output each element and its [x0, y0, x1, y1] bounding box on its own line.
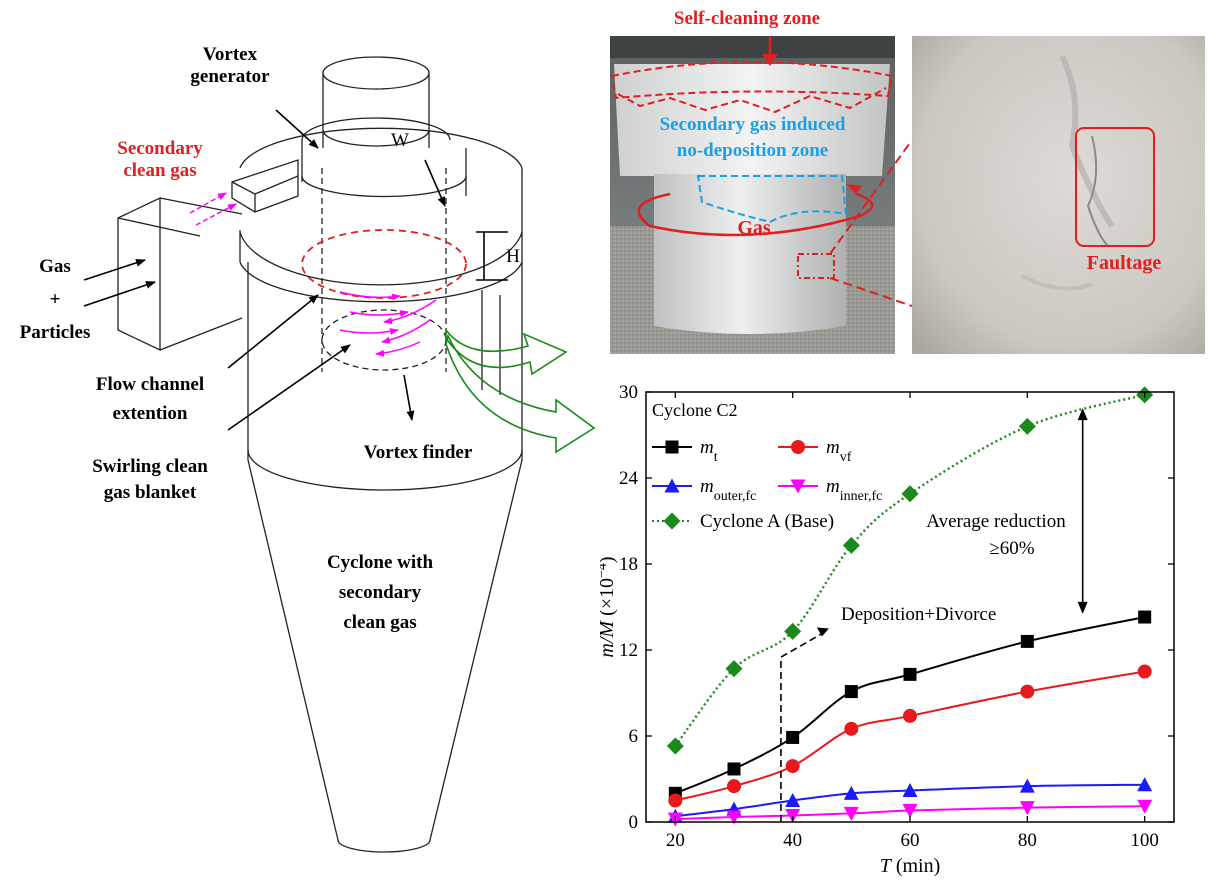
average-reduction-value: ≥60%	[989, 538, 1034, 559]
data-point	[726, 810, 742, 825]
data-point	[844, 685, 858, 699]
gas-particles-label: Gas + Particles	[19, 256, 91, 343]
series-line-4	[674, 393, 1145, 747]
x-tick-label: 60	[901, 830, 920, 851]
data-point	[727, 762, 741, 776]
reduction-arrow-head-bottom	[1077, 601, 1088, 614]
series-line-0	[674, 616, 1145, 795]
data-point	[664, 478, 680, 493]
data-point	[1020, 684, 1035, 699]
data-point	[665, 440, 679, 454]
data-point	[727, 779, 741, 794]
data-point	[901, 485, 919, 503]
reduction-arrow-head-top	[1077, 408, 1088, 421]
data-point	[1137, 799, 1153, 814]
vortex-finder-photo	[610, 36, 895, 354]
data-point	[785, 759, 800, 774]
data-point	[1020, 634, 1034, 648]
w-label: W	[391, 130, 409, 151]
y-axis-label: m/M (×10−4)	[600, 556, 618, 657]
data-point	[784, 622, 802, 640]
h-label: H	[506, 246, 520, 267]
x-tick-label: 20	[666, 830, 685, 851]
deposition-leader	[780, 633, 822, 822]
legend-label: Cyclone A (Base)	[700, 511, 834, 532]
data-point	[844, 721, 859, 736]
vortex-finder-label: Vortex finder	[363, 442, 473, 463]
x-axis-label: T (min)	[880, 855, 941, 877]
secondary-gas-zone-label: Secondary gas induced no-deposition zone	[659, 114, 846, 161]
y-tick-label: 24	[619, 468, 639, 489]
legend-label: minner,fc	[826, 476, 882, 504]
zoom-connector	[830, 140, 913, 307]
self-cleaning-zone-label: Self-cleaning zone	[673, 8, 821, 29]
y-tick-label: 30	[619, 382, 638, 403]
data-point	[786, 730, 800, 744]
data-point	[903, 667, 917, 681]
average-reduction-label: Average reduction	[926, 511, 1066, 532]
legend-label: mvf	[826, 437, 852, 465]
data-point	[1137, 777, 1153, 792]
data-point	[785, 793, 801, 807]
data-point	[1019, 801, 1035, 816]
data-point	[843, 806, 859, 821]
data-point	[790, 479, 806, 494]
data-point	[791, 440, 805, 454]
cyclone-diagram	[83, 56, 596, 853]
data-point	[843, 785, 859, 800]
cyclone-with-secondary-label: Cyclone with secondary clean gas	[326, 552, 434, 633]
data-point	[1019, 778, 1035, 793]
panel-label: Cyclone C2	[652, 400, 738, 420]
deposition-arrow-head	[816, 627, 829, 637]
data-point	[902, 804, 918, 819]
vortex-generator-label: Vortex generator	[190, 44, 270, 87]
data-point	[842, 536, 860, 554]
data-point	[1137, 664, 1152, 679]
data-point	[663, 512, 681, 530]
faultage-closeup-photo	[912, 36, 1205, 354]
flow-channel-extension-label: Flow channel extention	[95, 374, 205, 424]
data-point	[668, 793, 683, 808]
data-point	[1138, 610, 1152, 624]
y-tick-label: 12	[619, 640, 638, 661]
faultage-label: Faultage	[1086, 252, 1162, 274]
deposition-divorce-label: Deposition+Divorce	[841, 604, 996, 625]
y-tick-label: 18	[619, 554, 638, 575]
series-line-1	[675, 670, 1145, 802]
data-point	[903, 708, 917, 723]
swirling-clean-gas-blanket-label: Swirling clean gas blanket	[92, 456, 208, 503]
secondary-clean-gas-label: Secondary clean gas	[117, 138, 203, 181]
data-point	[725, 660, 743, 678]
x-tick-label: 100	[1130, 830, 1159, 851]
y-tick-label: 0	[629, 812, 639, 833]
data-point	[902, 782, 918, 797]
x-tick-label: 80	[1018, 830, 1037, 851]
data-point	[666, 737, 684, 755]
data-point	[1018, 417, 1036, 435]
y-tick-label: 6	[629, 726, 639, 747]
legend-label: mouter,fc	[700, 476, 756, 504]
x-tick-label: 40	[783, 830, 802, 851]
gas-label: Gas	[737, 217, 771, 239]
legend-label: mt	[700, 437, 718, 465]
